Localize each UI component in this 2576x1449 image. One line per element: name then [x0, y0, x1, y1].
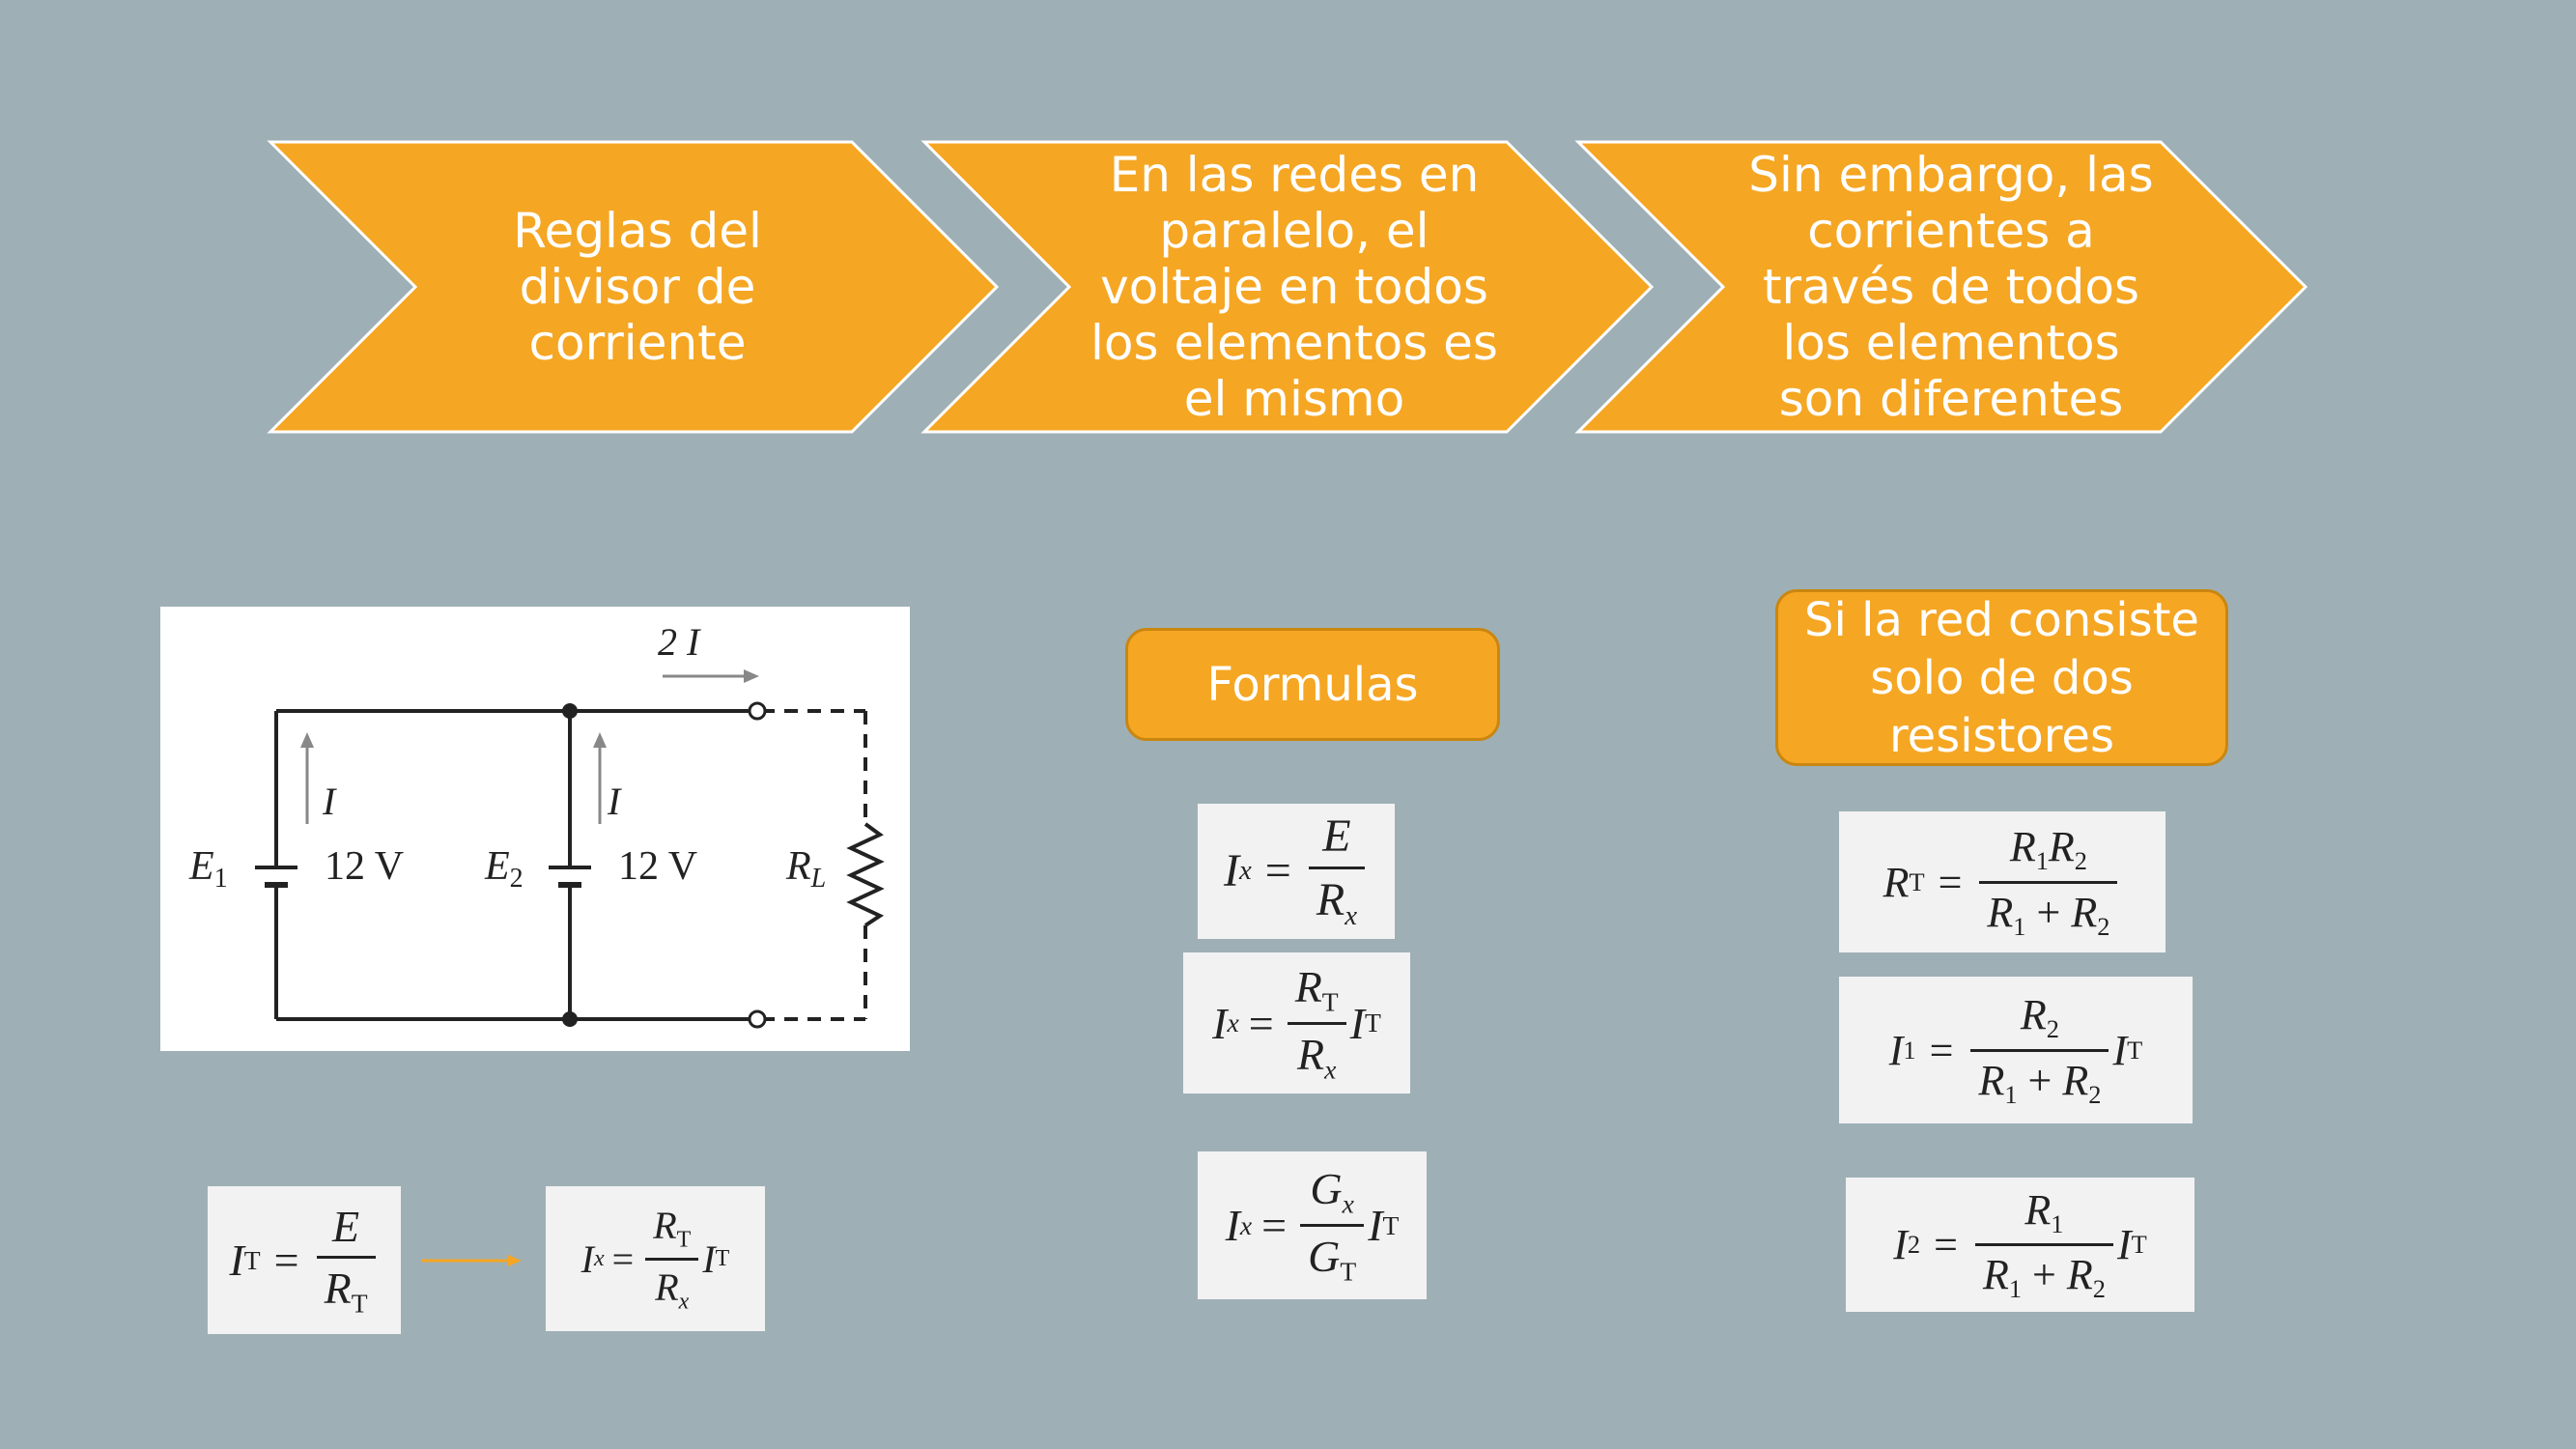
chevron-shape-3 [1574, 140, 2308, 434]
two-resistors-label: Si la red consiste solo de dos resistore… [1775, 589, 2228, 766]
chevron-text-2: En las redes en paralelo, el voltaje en … [1090, 147, 1498, 427]
current-label-i1: I [322, 780, 337, 823]
voltage2-label: 12 V [618, 844, 697, 889]
chevron-text-3: Sin embargo, las corrientes a través de … [1748, 147, 2154, 427]
voltage1-label: 12 V [325, 844, 404, 889]
e1-label: E1 [188, 844, 228, 894]
arrow-icon [421, 1255, 522, 1266]
current-label-i2: I [607, 780, 622, 823]
circuit-diagram: 2 I I I E1 12 V E2 12 V RL [160, 607, 910, 1051]
chevron-shape-2 [920, 140, 1655, 434]
chevron-text-1: Reglas del divisor de corriente [513, 203, 762, 371]
chevron-shape-1 [267, 140, 1000, 434]
load-label: RL [785, 844, 826, 894]
formulas-label: Formulas [1125, 628, 1500, 741]
current-label-2i: 2 I [658, 620, 701, 664]
e2-label: E2 [484, 844, 524, 894]
